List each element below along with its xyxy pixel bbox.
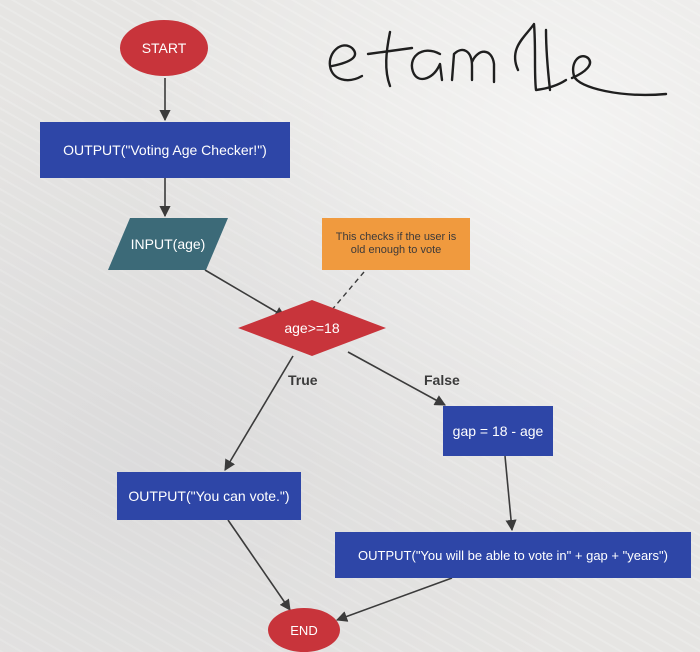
- output-title-label: OUTPUT("Voting Age Checker!"): [63, 142, 267, 158]
- connector-willvote-to-end: [335, 577, 453, 622]
- output-can-vote-box: OUTPUT("You can vote."): [117, 472, 301, 520]
- output-title-box: OUTPUT("Voting Age Checker!"): [40, 122, 290, 178]
- handwritten-note: etamlle: [328, 22, 668, 97]
- end-label: END: [290, 622, 318, 638]
- connector-decision-true: [224, 355, 294, 471]
- input-label: INPUT(age): [131, 236, 206, 252]
- output-can-vote-label: OUTPUT("You can vote."): [128, 488, 290, 504]
- output-will-vote-box: OUTPUT("You will be able to vote in" + g…: [335, 532, 691, 578]
- comment-note-text: This checks if the user is old enough to…: [335, 231, 457, 256]
- start-terminal: START: [120, 20, 208, 76]
- true-edge-label: True: [288, 372, 318, 388]
- input-parallelogram: [108, 218, 228, 270]
- decision-diamond: [238, 300, 386, 356]
- end-terminal: END: [268, 608, 340, 652]
- gap-box: gap = 18 - age: [443, 406, 553, 456]
- gap-label: gap = 18 - age: [452, 423, 544, 439]
- connector-gap-to-output: [504, 455, 517, 532]
- connector-decision-false: [347, 351, 446, 406]
- comment-note: This checks if the user is old enough to…: [322, 218, 470, 270]
- connector-canvote-to-end: [227, 519, 291, 611]
- connector-note-to-decision: [324, 271, 365, 319]
- output-will-vote-label: OUTPUT("You will be able to vote in" + g…: [358, 547, 668, 563]
- false-edge-label: False: [424, 372, 460, 388]
- decision-label: age>=18: [284, 320, 339, 336]
- connector-input-to-decision: [204, 269, 286, 318]
- start-label: START: [141, 40, 187, 56]
